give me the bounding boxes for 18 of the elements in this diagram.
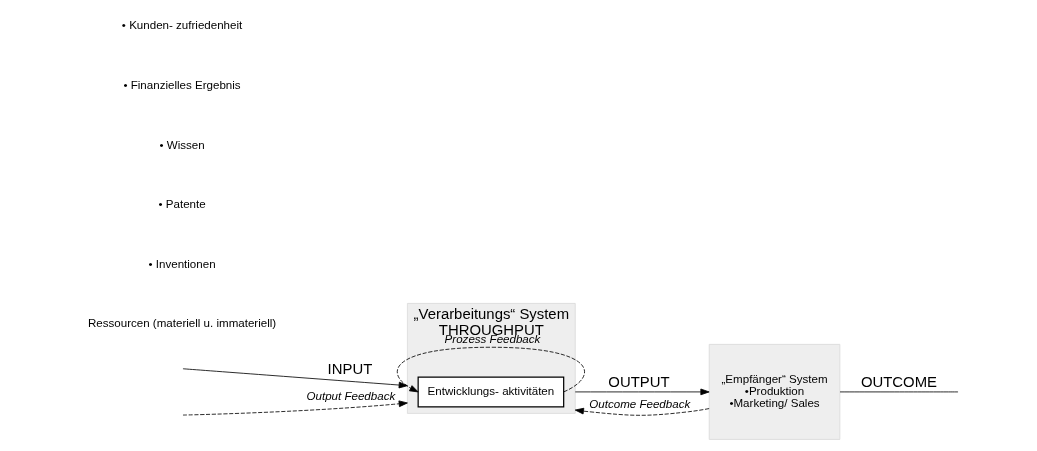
label: • Wissen — [159, 138, 205, 151]
edge-label: Outcome Feedback — [589, 397, 691, 410]
arrow — [396, 346, 585, 393]
arrow — [574, 407, 710, 416]
label: • Kunden- zufriedenheit — [121, 19, 243, 32]
edge-label: OUTPUT — [608, 374, 670, 391]
node-box: Entwicklungs- aktivitäten — [417, 376, 565, 408]
arrow — [574, 388, 710, 396]
arrow — [182, 400, 408, 416]
edge-label: OUTCOME — [860, 374, 937, 391]
node-box: „Empfänger“ System •Produktion •Marketing/ Sales — [708, 343, 841, 440]
edge-label: INPUT — [327, 361, 373, 378]
label: • Inventionen — [148, 257, 216, 270]
label: • Patente — [158, 198, 206, 211]
label: Ressourcen (materiell u. immateriell) — [87, 317, 277, 330]
edge-label: Output Feedback — [306, 390, 396, 403]
label: • Finanzielles Ergebnis — [123, 79, 241, 92]
arrow — [182, 368, 408, 389]
